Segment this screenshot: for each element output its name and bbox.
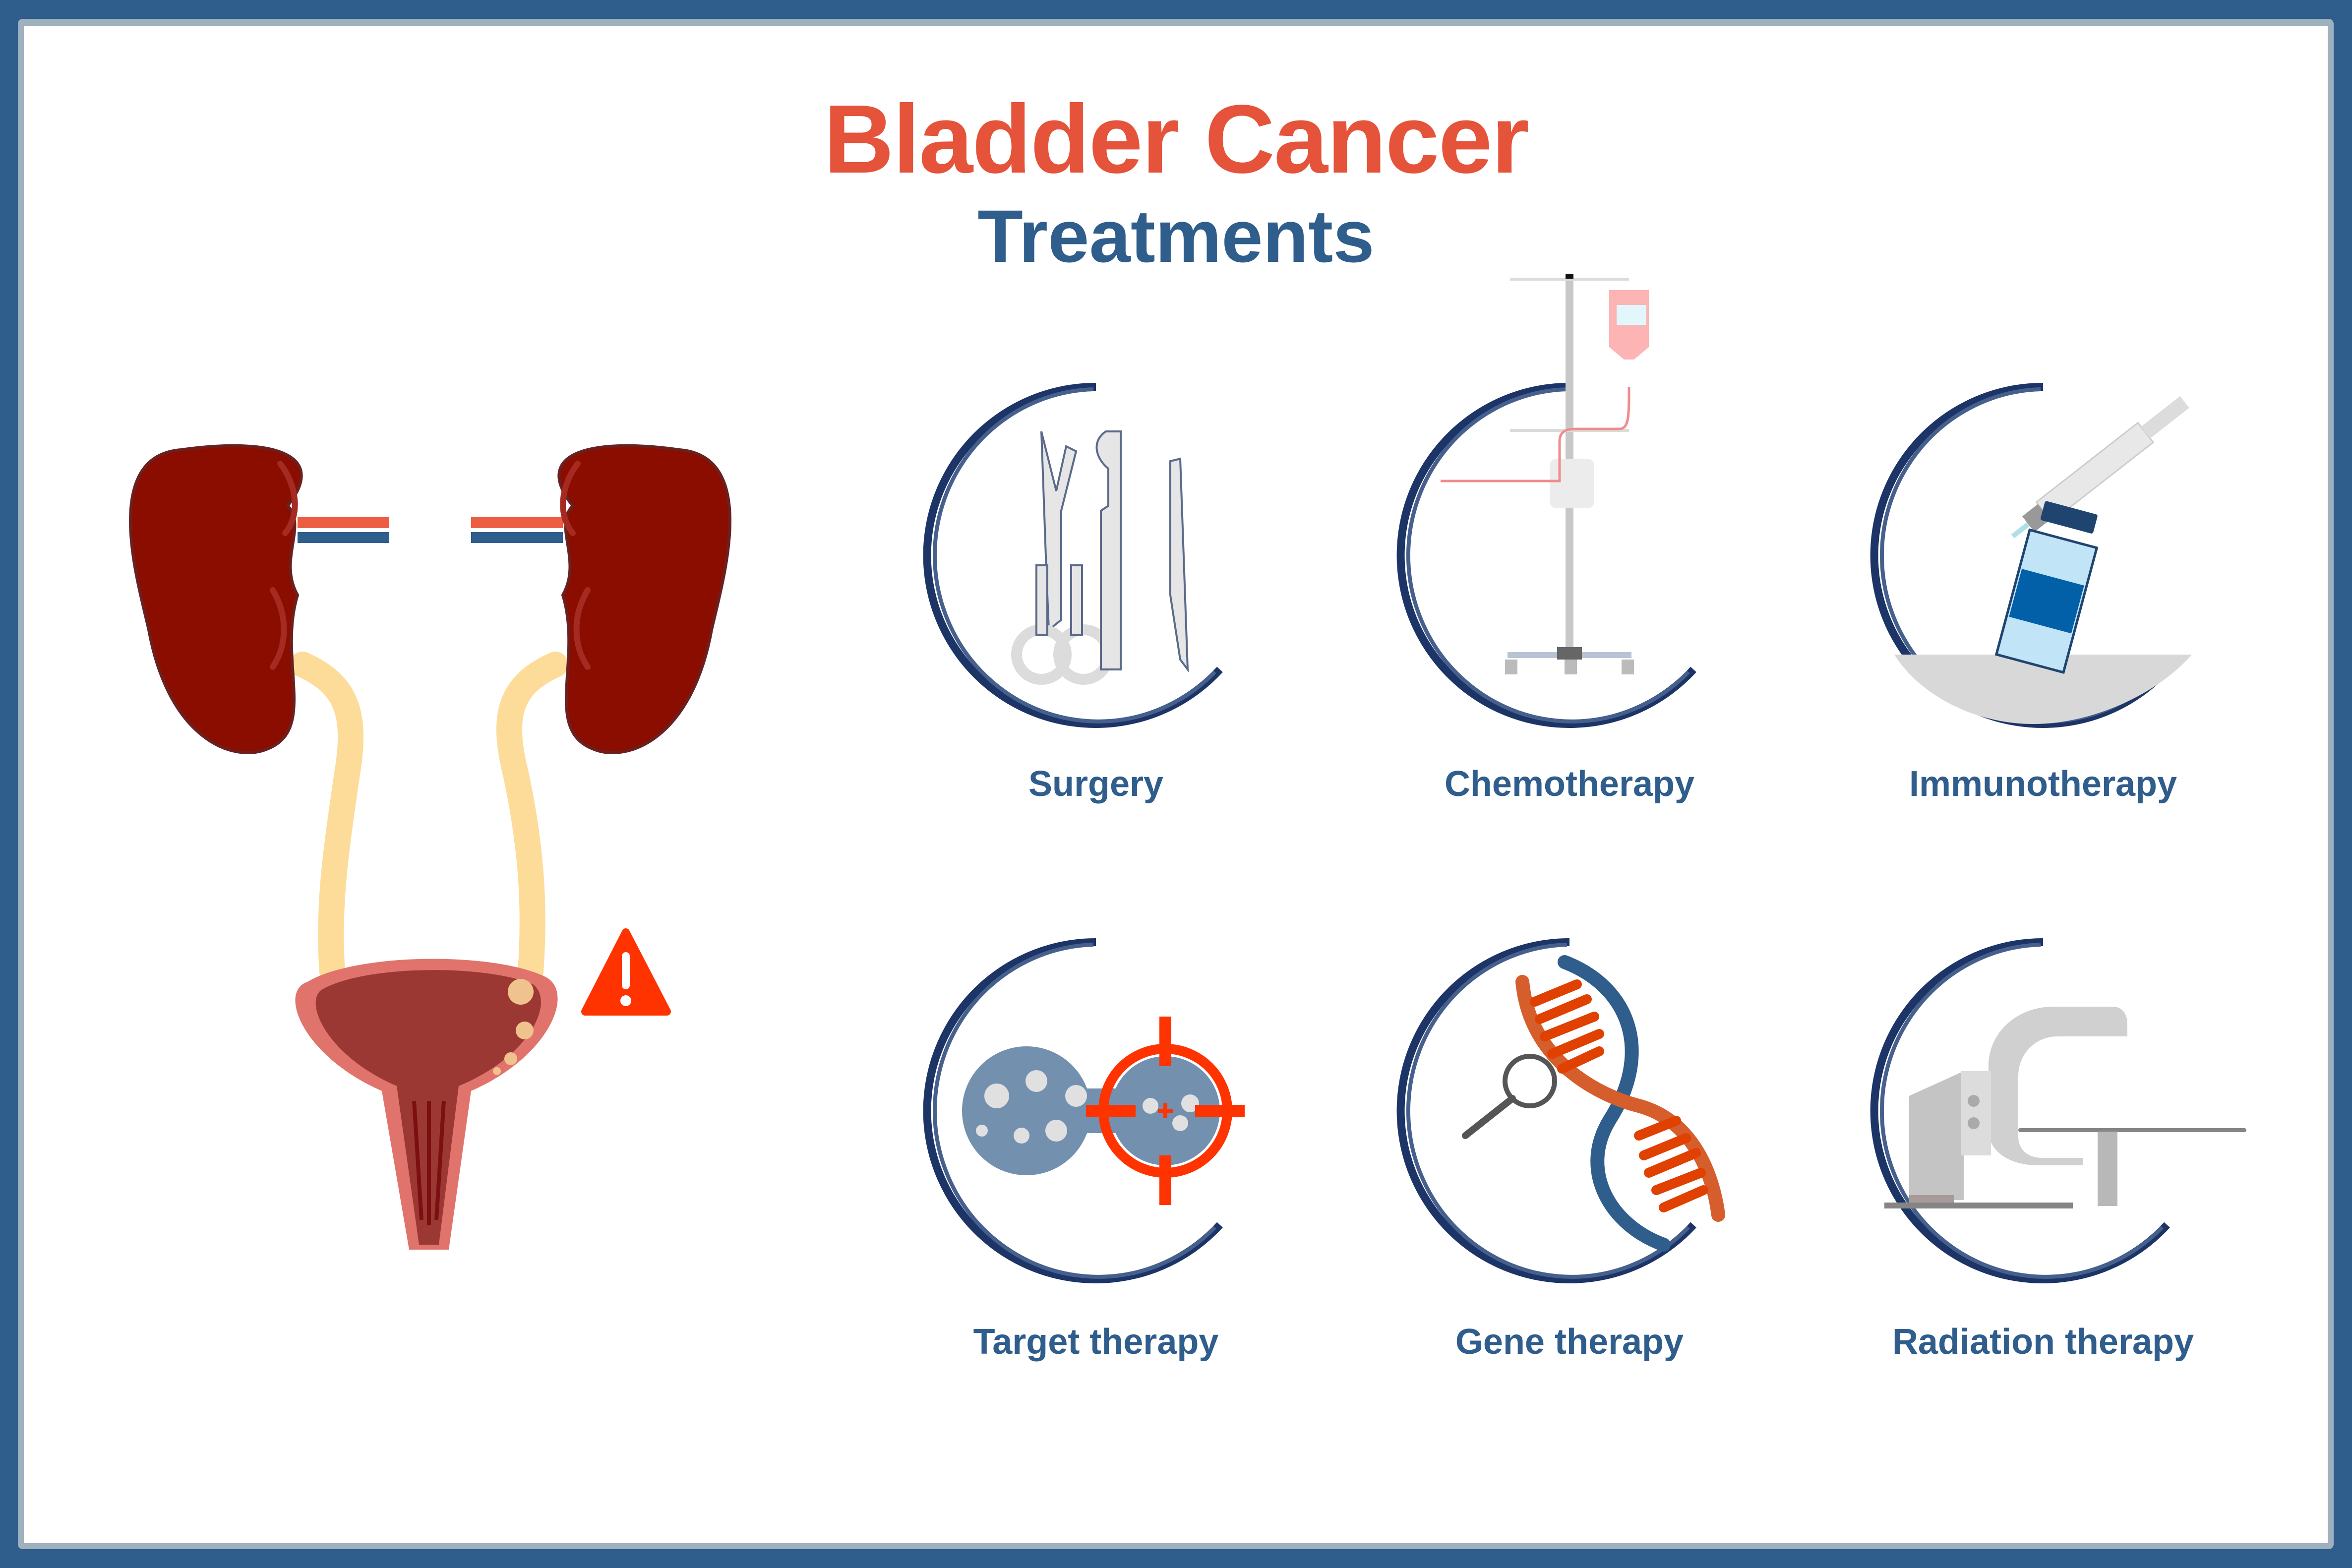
surgical-instruments-icon (927, 387, 1220, 724)
warning-triangle-icon (581, 928, 671, 1016)
tumor (493, 1067, 501, 1075)
anatomy-illustration (129, 444, 731, 1250)
targeted-cell-crosshair-icon (927, 942, 1245, 1279)
treatment-label-gene-therapy: Gene therapy (1455, 1322, 1684, 1362)
left-kidney (129, 444, 303, 754)
infographic-canvas (24, 26, 2328, 1543)
treatment-label-radiation-therapy: Radiation therapy (1892, 1322, 2194, 1362)
page-subtitle: Treatments (977, 194, 1375, 278)
iv-drip-stand-icon (1401, 274, 1693, 724)
treatment-label-immunotherapy: Immunotherapy (1909, 764, 2177, 804)
left-artery (298, 517, 389, 528)
treatment-label-target-therapy: Target therapy (973, 1322, 1219, 1362)
right-ureter (496, 652, 568, 985)
radiation-machine-icon (1874, 942, 2246, 1279)
right-artery (471, 517, 563, 528)
tumor (516, 1022, 534, 1039)
treatment-label-surgery: Surgery (1028, 764, 1164, 804)
left-vein (298, 532, 389, 543)
dna-magnifier-icon (1401, 942, 1725, 1279)
right-vein (471, 532, 563, 543)
treatment-label-chemotherapy: Chemotherapy (1444, 764, 1695, 804)
right-kidney (557, 444, 731, 754)
left-ureter (290, 652, 364, 985)
syringe-vial-icon (1874, 387, 2192, 724)
tumor (508, 979, 534, 1005)
page-title: Bladder Cancer (824, 85, 1529, 193)
tumor (504, 1052, 517, 1065)
